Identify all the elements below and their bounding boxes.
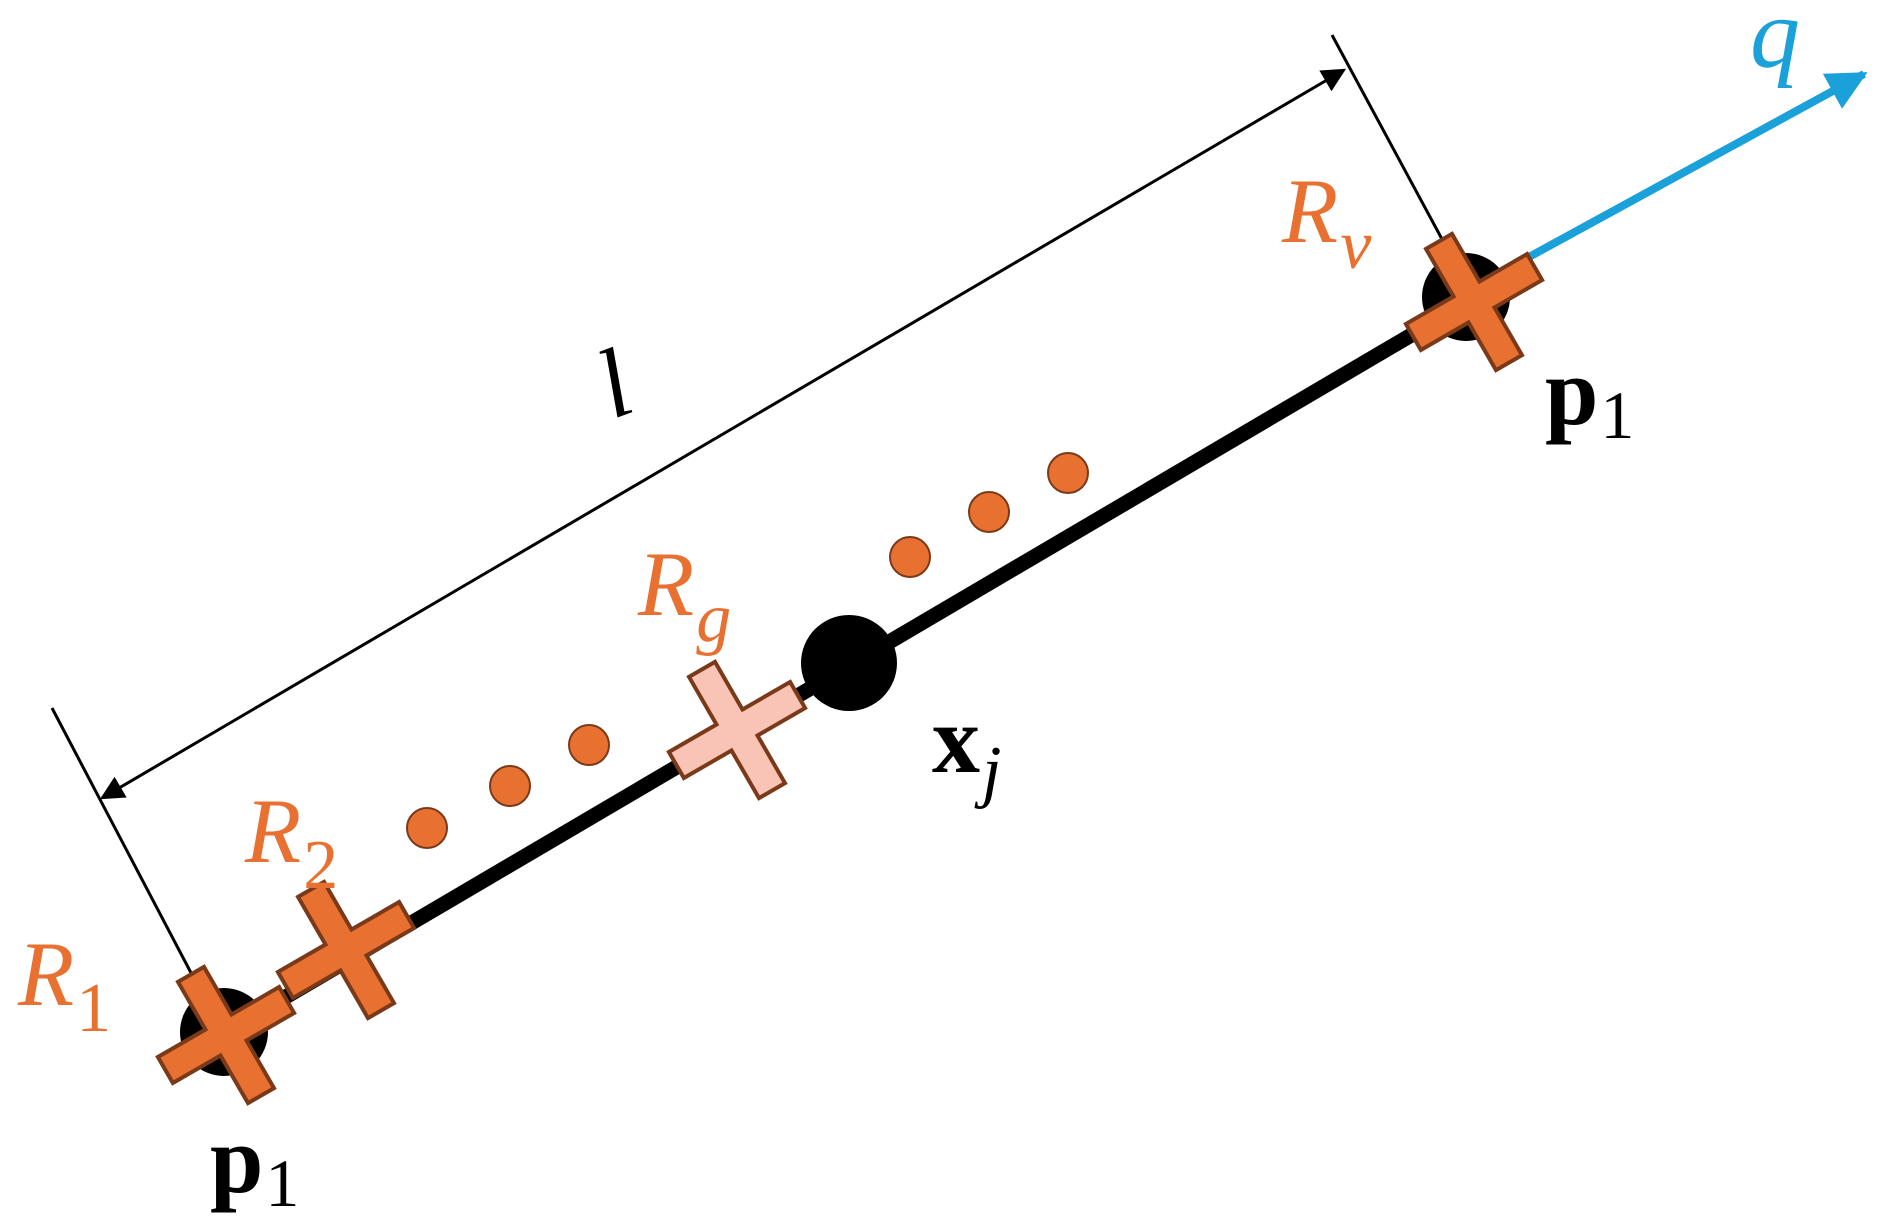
receiver-ellipsis-right	[889, 452, 1089, 578]
length-arrow	[99, 68, 1347, 800]
ellipsis-dot	[1047, 452, 1089, 494]
ellipsis-dot	[889, 536, 931, 578]
endpoint-left-label: p1	[210, 1106, 299, 1221]
center-point-label: xj	[932, 686, 1001, 810]
ellipsis-dot	[968, 491, 1010, 533]
flow-label: q	[1750, 0, 1800, 89]
receiver-rg-marker	[666, 659, 808, 801]
receiver-r2-marker	[275, 879, 417, 1021]
receiver-rv-marker	[1403, 231, 1545, 373]
flow-arrow	[1516, 70, 1868, 267]
ellipsis-dot	[568, 724, 610, 766]
center-point	[801, 615, 897, 711]
extension-line-right	[1330, 34, 1452, 255]
length-label: l	[583, 329, 646, 440]
receiver-rg-label: Rg	[637, 533, 731, 657]
receiver-r1-label: R1	[17, 923, 111, 1047]
ellipsis-dot	[406, 807, 448, 849]
receiver-ellipsis-left	[406, 724, 610, 849]
receiver-r2-label: R2	[244, 780, 338, 904]
receiver-r1-marker	[155, 964, 297, 1106]
ellipsis-dot	[489, 765, 531, 807]
extension-line-left	[50, 707, 202, 991]
endpoint-right-label: p1	[1545, 338, 1634, 453]
receiver-rv-label: Rv	[1281, 160, 1372, 284]
